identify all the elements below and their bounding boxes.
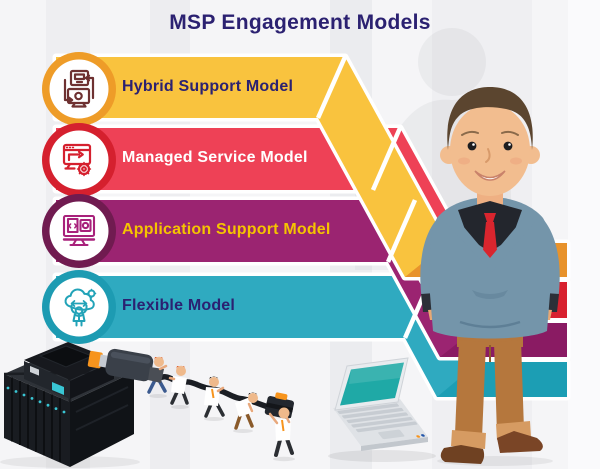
server-led-lights xyxy=(6,386,66,414)
laptop-illustration xyxy=(328,357,436,462)
team-member xyxy=(147,356,168,398)
banner-label-flexible: Flexible Model xyxy=(122,297,236,314)
team-member-carrying-connector xyxy=(264,392,295,462)
team-member xyxy=(168,365,189,409)
monitor-code-gear-icon xyxy=(62,214,96,247)
application-model-medallion xyxy=(42,194,116,268)
banner-label-application: Application Support Model xyxy=(122,221,331,238)
flexible-model-medallion xyxy=(42,270,116,344)
page-title: MSP Engagement Models xyxy=(169,11,431,34)
network-cable-team-illustration xyxy=(87,348,295,462)
usb-plug xyxy=(87,348,154,382)
team-member xyxy=(204,376,225,421)
managed-model-medallion xyxy=(42,123,116,197)
it-professional-illustration xyxy=(420,87,560,466)
team-member xyxy=(233,392,258,433)
background-stripe xyxy=(568,0,600,469)
network-cable xyxy=(149,371,271,410)
banner-label-managed: Managed Service Model xyxy=(122,149,308,166)
hybrid-model-medallion xyxy=(42,52,116,126)
banner-label-hybrid: Hybrid Support Model xyxy=(122,78,294,95)
monitor-arrow-gear-icon xyxy=(62,143,92,177)
cloud-flex-person-icon xyxy=(64,288,97,327)
devices-sync-icon xyxy=(63,69,95,108)
